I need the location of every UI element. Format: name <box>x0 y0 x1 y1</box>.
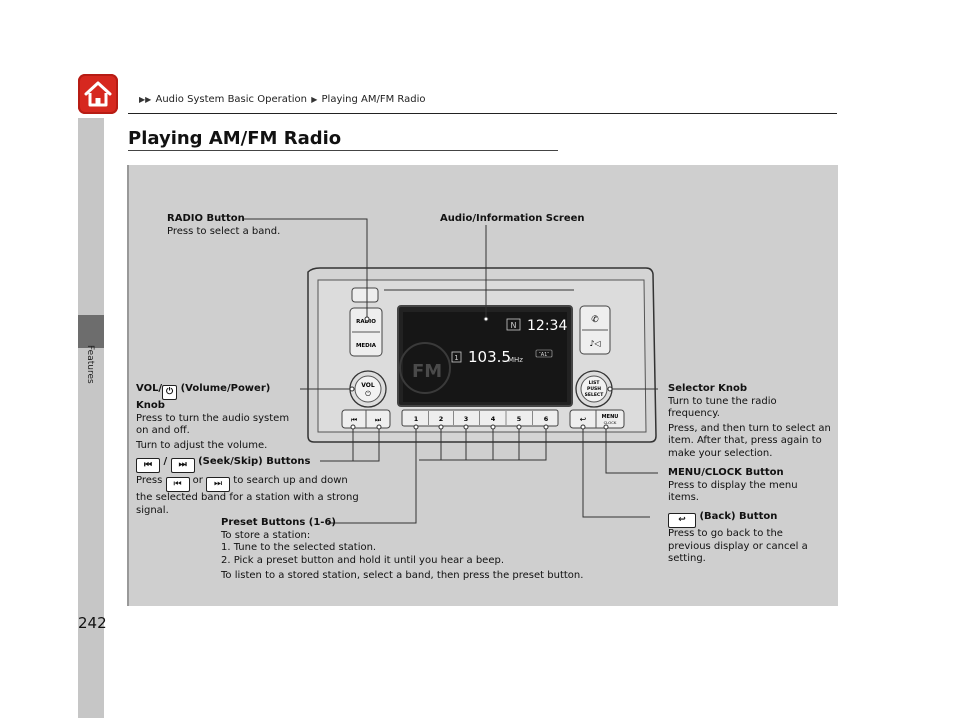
preset-callout-desc1: To store a station: <box>221 529 311 541</box>
seek-callout-desc2: the selected band for a station with a s… <box>136 492 359 503</box>
sidebar-tab-marker <box>78 315 104 348</box>
preset-button-6[interactable]: 6 <box>544 415 549 423</box>
vol-callout-desc1: Press to turn the audio system <box>136 412 290 424</box>
selector-callout-title: Selector Knob <box>668 383 748 394</box>
preset-button-2[interactable]: 2 <box>439 415 444 423</box>
back-callout-desc1: Press to go back to the <box>668 528 783 539</box>
screen-callout: Audio/Information Screen <box>440 213 585 226</box>
chevron-right-icon: ▶▶ <box>139 95 152 104</box>
breadcrumb: ▶▶ Audio System Basic Operation ▶ Playin… <box>138 94 426 105</box>
band-watermark: FM <box>412 361 442 382</box>
vol-knob-callout: VOL/⏻ (Volume/Power) Knob Press to turn … <box>136 383 301 452</box>
radio-callout-title: RADIO Button <box>167 213 245 224</box>
menu-callout-desc2: items. <box>668 492 699 503</box>
back-icon[interactable]: ↩ <box>580 415 587 424</box>
header-rule <box>128 113 837 114</box>
breadcrumb-link[interactable]: Audio System Basic Operation <box>155 94 308 105</box>
vol-callout-desc2: on and off. <box>136 425 190 436</box>
power-icon: ⏻ <box>162 385 178 400</box>
selector-callout-desc1: Turn to tune the radio <box>668 395 777 407</box>
vol-callout-title-a: VOL/ <box>136 383 163 394</box>
title-rule <box>128 150 558 151</box>
band-indicator: N <box>511 321 517 330</box>
preset-callout-desc4: To listen to a stored station, select a … <box>221 570 584 581</box>
clock-button-label[interactable]: CLOCK <box>604 420 617 425</box>
home-icon[interactable] <box>78 74 118 114</box>
page-number: 242 <box>78 614 107 632</box>
seek-callout: ⏮ / ⏭ (Seek/Skip) Buttons Press ⏮ or ⏭ t… <box>136 456 376 517</box>
preset-callout-desc2: 1. Tune to the selected station. <box>221 542 377 553</box>
vol-callout-title-b: (Volume/Power) Knob <box>136 383 271 411</box>
power-icon: ⏻ <box>365 390 371 398</box>
seek-callout-desc1: to search up and down <box>230 475 348 486</box>
menu-callout-desc1: Press to display the menu <box>668 479 798 491</box>
menu-clock-callout: MENU/CLOCK Button Press to display the m… <box>668 467 838 505</box>
preset-callout: Preset Buttons (1-6) To store a station:… <box>221 517 631 583</box>
screen-callout-title: Audio/Information Screen <box>440 213 585 224</box>
selector-callout-desc2: frequency. <box>668 408 720 419</box>
clock-display: 12:34 <box>527 318 567 334</box>
seek-callout-slash: / <box>160 456 171 467</box>
preset-button-5[interactable]: 5 <box>517 415 522 423</box>
seek-forward-icon: ⏭ <box>170 458 195 473</box>
vol-knob-label[interactable]: VOL <box>361 382 375 389</box>
back-callout-title: (Back) Button <box>696 511 778 522</box>
radio-button-callout: RADIO Button Press to select a band. <box>167 213 280 238</box>
selector-callout-desc4: item. After that, press again to <box>668 435 822 446</box>
menu-button-label[interactable]: MENU <box>602 414 619 420</box>
select-label[interactable]: SELECT <box>585 392 605 398</box>
page-title: Playing AM/FM Radio <box>128 128 342 149</box>
back-callout-desc3: setting. <box>668 553 706 564</box>
preset-button-4[interactable]: 4 <box>491 415 496 423</box>
hang-up-icon[interactable]: ♪◁ <box>589 339 600 348</box>
back-icon: ↩ <box>668 513 696 528</box>
seek-callout-title: (Seek/Skip) Buttons <box>194 456 311 467</box>
preset-number: 1 <box>454 354 458 362</box>
chevron-right-icon: ▶ <box>311 95 318 104</box>
frequency-unit: MHz <box>508 356 523 364</box>
list-label[interactable]: LIST <box>589 380 601 386</box>
seek-callout-press: Press <box>136 475 166 486</box>
preset-callout-title: Preset Buttons (1-6) <box>221 517 336 528</box>
push-label[interactable]: PUSH <box>587 386 601 392</box>
radio-callout-desc: Press to select a band. <box>167 225 281 237</box>
sidebar <box>78 118 104 718</box>
seek-callout-desc3: signal. <box>136 504 169 516</box>
media-button-label[interactable]: MEDIA <box>356 343 377 349</box>
selector-knob-callout: Selector Knob Turn to tune the radio fre… <box>668 383 838 460</box>
seek-callout-or: or <box>189 475 207 486</box>
preset-button-1[interactable]: 1 <box>414 415 419 423</box>
vol-callout-desc3: Turn to adjust the volume. <box>136 439 268 451</box>
menu-callout-title: MENU/CLOCK Button <box>668 467 784 478</box>
selector-callout-desc5: make your selection. <box>668 447 773 459</box>
back-callout-desc2: previous display or cancel a <box>668 540 808 552</box>
seek-back-icon: ⏮ <box>136 458 160 473</box>
preset-button-3[interactable]: 3 <box>464 415 469 423</box>
phone-icon[interactable]: ✆ <box>591 315 599 325</box>
seek-back-icon: ⏮ <box>165 477 190 492</box>
radio-button-label[interactable]: RADIO <box>356 319 376 325</box>
preset-buttons: 1 2 3 4 5 6 <box>414 411 549 425</box>
seek-forward-icon[interactable]: ⏭ <box>375 416 382 424</box>
channel-badge: ″A1″ <box>539 352 549 358</box>
selector-callout-desc3: Press, and then turn to select an <box>668 422 831 434</box>
seek-forward-icon: ⏭ <box>206 477 231 492</box>
breadcrumb-current: Playing AM/FM Radio <box>321 94 426 105</box>
preset-callout-desc3: 2. Pick a preset button and hold it unti… <box>221 554 505 566</box>
back-callout: ↩ (Back) Button Press to go back to the … <box>668 511 838 566</box>
seek-back-icon[interactable]: ⏮ <box>351 416 357 424</box>
frequency-display: 103.5 <box>468 348 511 366</box>
